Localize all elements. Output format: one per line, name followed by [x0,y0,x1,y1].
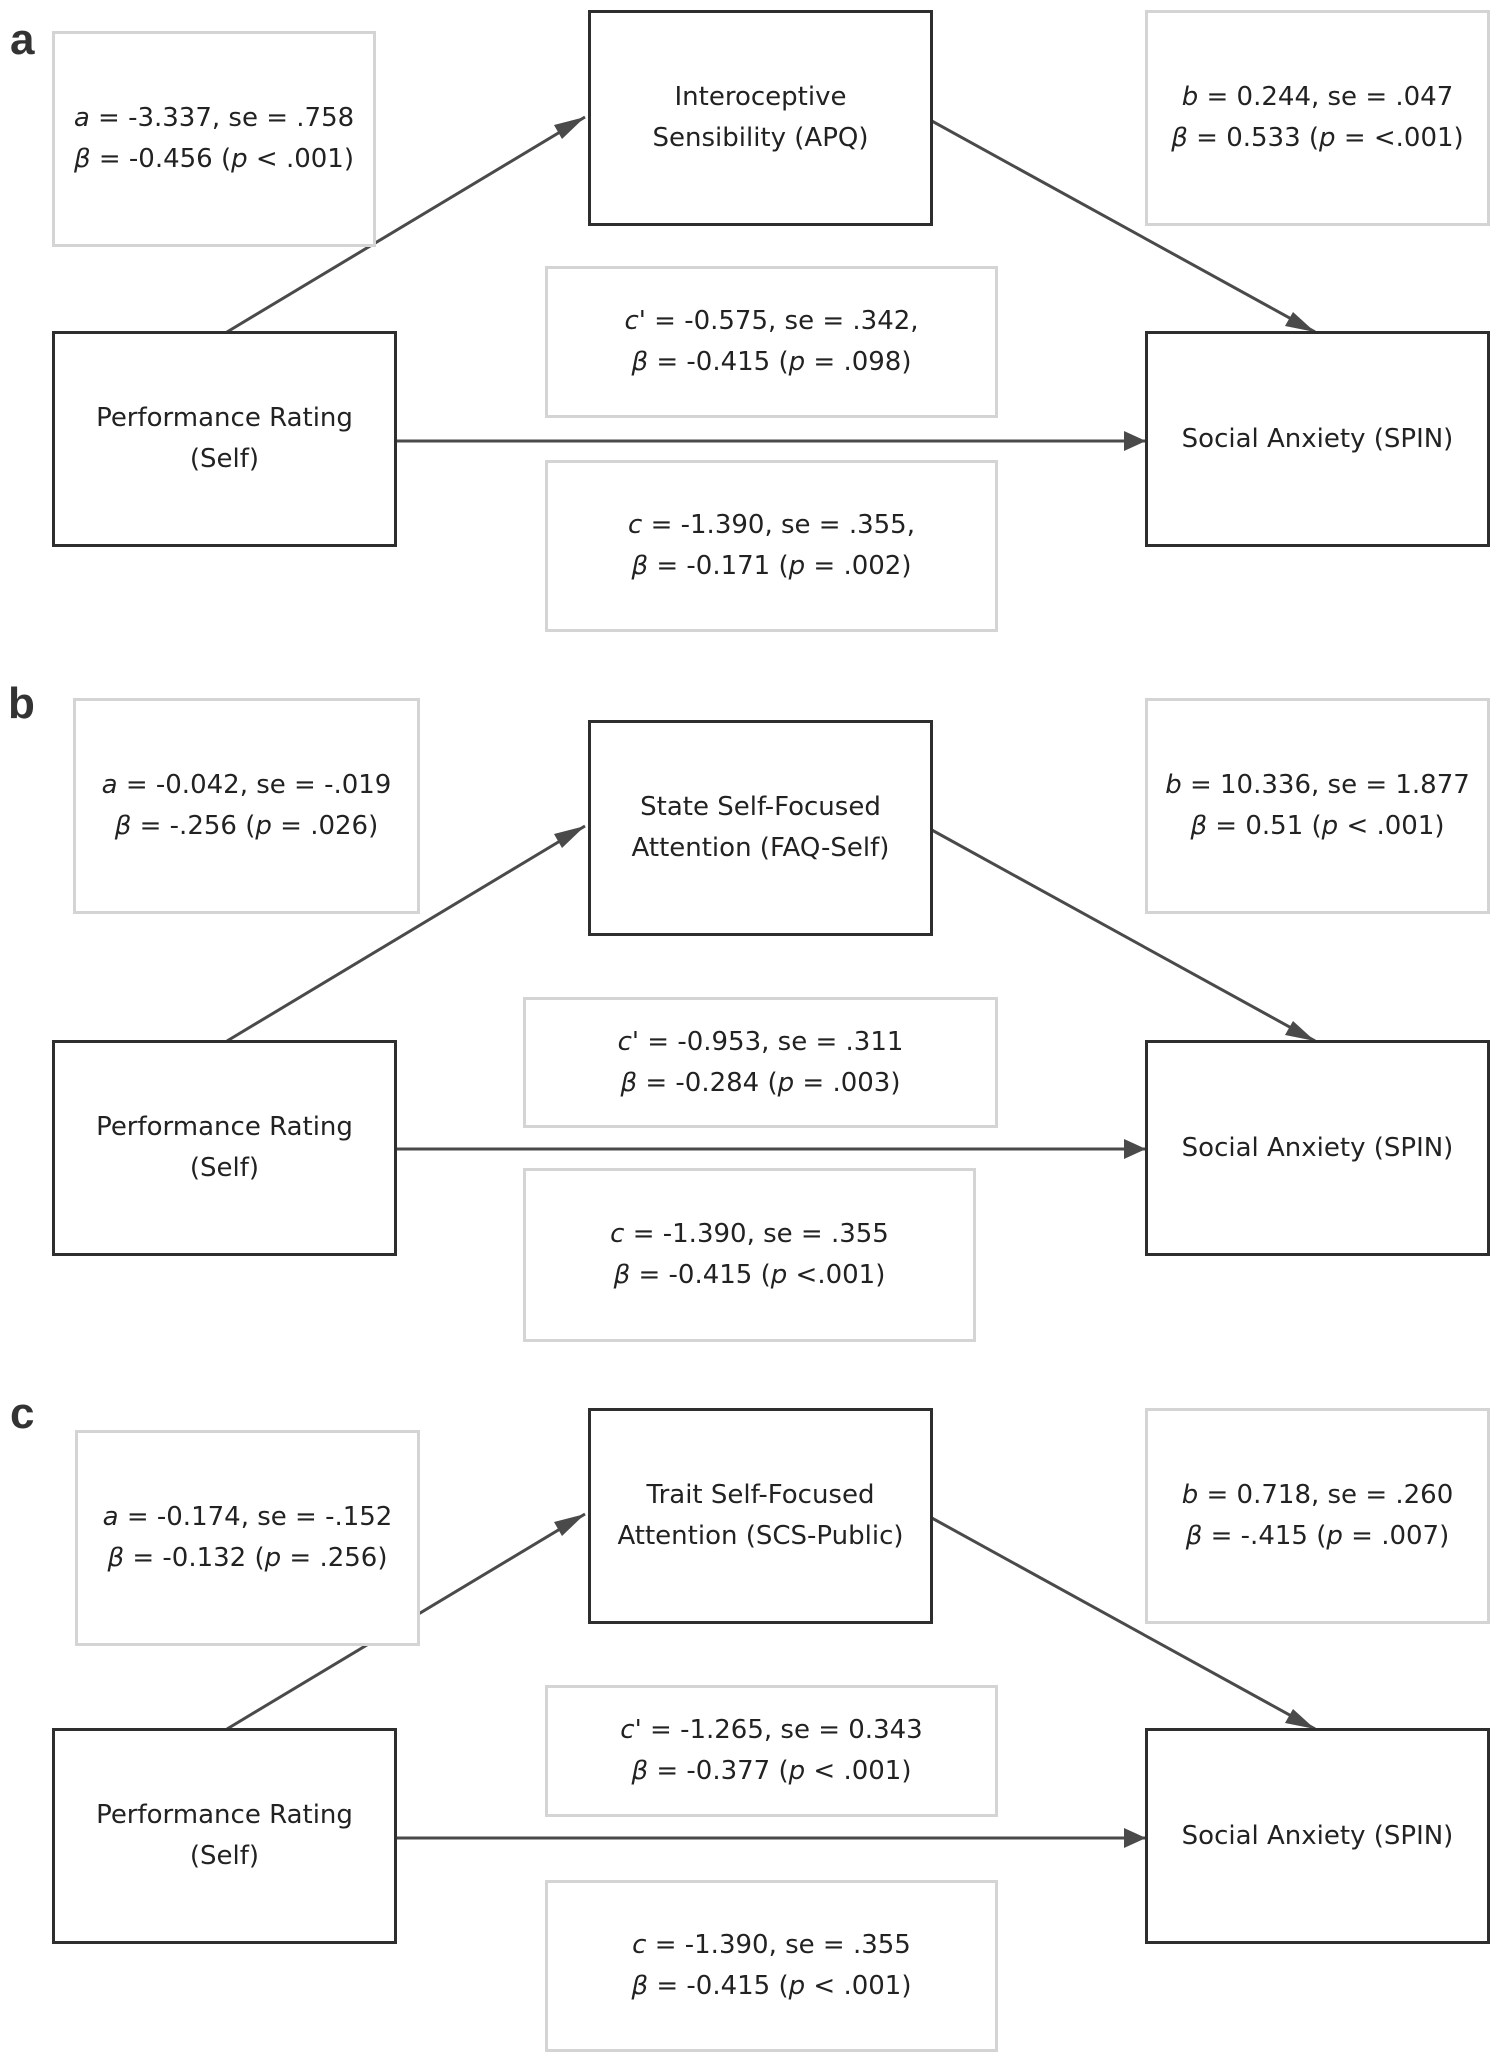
path-c-prime-line1: c' = -1.265, se = 0.343 [620,1715,923,1745]
path-b-line1: b = 0.718, se = .260 [1181,1480,1454,1510]
arrowhead-a-path-b [1285,312,1315,332]
path-b-line2: β = 0.51 (p < .001) [1190,811,1445,841]
path-b-coefficients-b: b = 10.336, se = 1.877 β = 0.51 (p < .00… [1145,698,1490,914]
arrow-c-path-b [929,1515,1316,1731]
mediator-line1: Trait Self-Focused [646,1480,875,1510]
predictor-line2: (Self) [189,1153,260,1183]
arrow-b-path-b [929,827,1316,1043]
panel-label-b: b [8,679,35,728]
path-c-prime-line1: c' = -0.953, se = .311 [617,1026,904,1057]
arrowhead-a-path-c [1124,431,1146,451]
outcome-line1: Social Anxiety (SPIN) [1181,1820,1454,1851]
arrowhead-c-path-c [1124,1828,1146,1848]
path-b-line1: b = 0.244, se = .047 [1181,82,1454,112]
path-b-line2: β = -.415 (p = .007) [1185,1521,1450,1551]
predictor-line2: (Self) [189,444,260,474]
path-a-line1: a = -0.042, se = -.019 [101,770,392,800]
path-a-line2: β = -.256 (p = .026) [114,811,379,841]
arrow-a-path-b [929,118,1316,334]
predictor-line1: Performance Rating [96,1112,353,1142]
mediator-line1: State Self-Focused [640,792,881,822]
path-a-line1: a = -3.337, se = .758 [73,103,355,133]
arrowhead-b-path-b [1285,1021,1315,1041]
path-b-line2: β = 0.533 (p = <.001) [1171,123,1464,153]
outcome-node-b: Social Anxiety (SPIN) [1145,1040,1490,1256]
path-c-coefficients-a: c = -1.390, se = .355, β = -0.171 (p = .… [545,460,998,632]
arrowhead-b-path-c [1124,1139,1146,1159]
path-c-line2: β = -0.171 (p = .002) [631,551,912,581]
predictor-line1: Performance Rating [96,403,353,433]
path-b-coefficients-a: b = 0.244, se = .047 β = 0.533 (p = <.00… [1145,10,1490,226]
outcome-line1: Social Anxiety (SPIN) [1181,423,1454,454]
path-c-prime-line2: β = -0.377 (p < .001) [631,1756,912,1786]
arrowhead-a-path-a [554,117,585,139]
predictor-node-c: Performance Rating (Self) [52,1728,397,1944]
path-c-line1: c = -1.390, se = .355 [632,1930,911,1960]
path-c-prime-coefficients-b: c' = -0.953, se = .311 β = -0.284 (p = .… [523,997,998,1128]
path-c-coefficients-c: c = -1.390, se = .355 β = -0.415 (p < .0… [545,1880,998,2052]
mediator-node-a: Interoceptive Sensibility (APQ) [588,10,933,226]
path-a-coefficients-c: a = -0.174, se = -.152 β = -0.132 (p = .… [75,1430,420,1646]
path-c-prime-coefficients-c: c' = -1.265, se = 0.343 β = -0.377 (p < … [545,1685,998,1817]
path-c-prime-line2: β = -0.415 (p = .098) [631,347,912,377]
mediator-node-b: State Self-Focused Attention (FAQ-Self) [588,720,933,936]
mediator-node-c: Trait Self-Focused Attention (SCS-Public… [588,1408,933,1624]
predictor-line1: Performance Rating [96,1800,353,1830]
panel-label-a: a [10,15,35,64]
predictor-line2: (Self) [189,1841,260,1871]
panel-label-c: c [10,1389,35,1438]
path-b-coefficients-c: b = 0.718, se = .260 β = -.415 (p = .007… [1145,1408,1490,1624]
path-b-line1: b = 10.336, se = 1.877 [1165,770,1470,800]
mediator-line2: Sensibility (APQ) [652,123,869,153]
path-c-prime-line1: c' = -0.575, se = .342, [624,306,919,336]
path-c-line1: c = -1.390, se = .355 [610,1219,889,1249]
predictor-node-b: Performance Rating (Self) [52,1040,397,1256]
arrowhead-b-path-a [554,826,585,848]
predictor-node-a: Performance Rating (Self) [52,331,397,547]
path-c-prime-coefficients-a: c' = -0.575, se = .342, β = -0.415 (p = … [545,266,998,418]
arrow-b-path-a [226,824,586,1043]
mediator-line2: Attention (SCS-Public) [617,1521,904,1551]
path-c-line2: β = -0.415 (p < .001) [631,1971,912,2001]
mediator-line2: Attention (FAQ-Self) [631,833,890,863]
arrow-a-path-a [226,115,586,334]
arrowhead-c-path-b [1285,1709,1315,1729]
arrowhead-c-path-a [554,1514,585,1536]
path-c-line1: c = -1.390, se = .355, [628,510,915,540]
outcome-line1: Social Anxiety (SPIN) [1181,1132,1454,1163]
outcome-node-a: Social Anxiety (SPIN) [1145,331,1490,547]
path-a-coefficients-b: a = -0.042, se = -.019 β = -.256 (p = .0… [73,698,420,914]
path-c-coefficients-b: c = -1.390, se = .355 β = -0.415 (p <.00… [523,1168,976,1342]
path-a-line2: β = -0.456 (p < .001) [73,144,354,174]
path-a-line2: β = -0.132 (p = .256) [107,1543,388,1573]
path-c-prime-line2: β = -0.284 (p = .003) [620,1067,901,1098]
outcome-node-c: Social Anxiety (SPIN) [1145,1728,1490,1944]
path-a-coefficients-a: a = -3.337, se = .758 β = -0.456 (p < .0… [52,31,376,247]
mediator-line1: Interoceptive [674,82,847,112]
path-a-line1: a = -0.174, se = -.152 [102,1502,393,1532]
path-c-line2: β = -0.415 (p <.001) [613,1260,886,1290]
